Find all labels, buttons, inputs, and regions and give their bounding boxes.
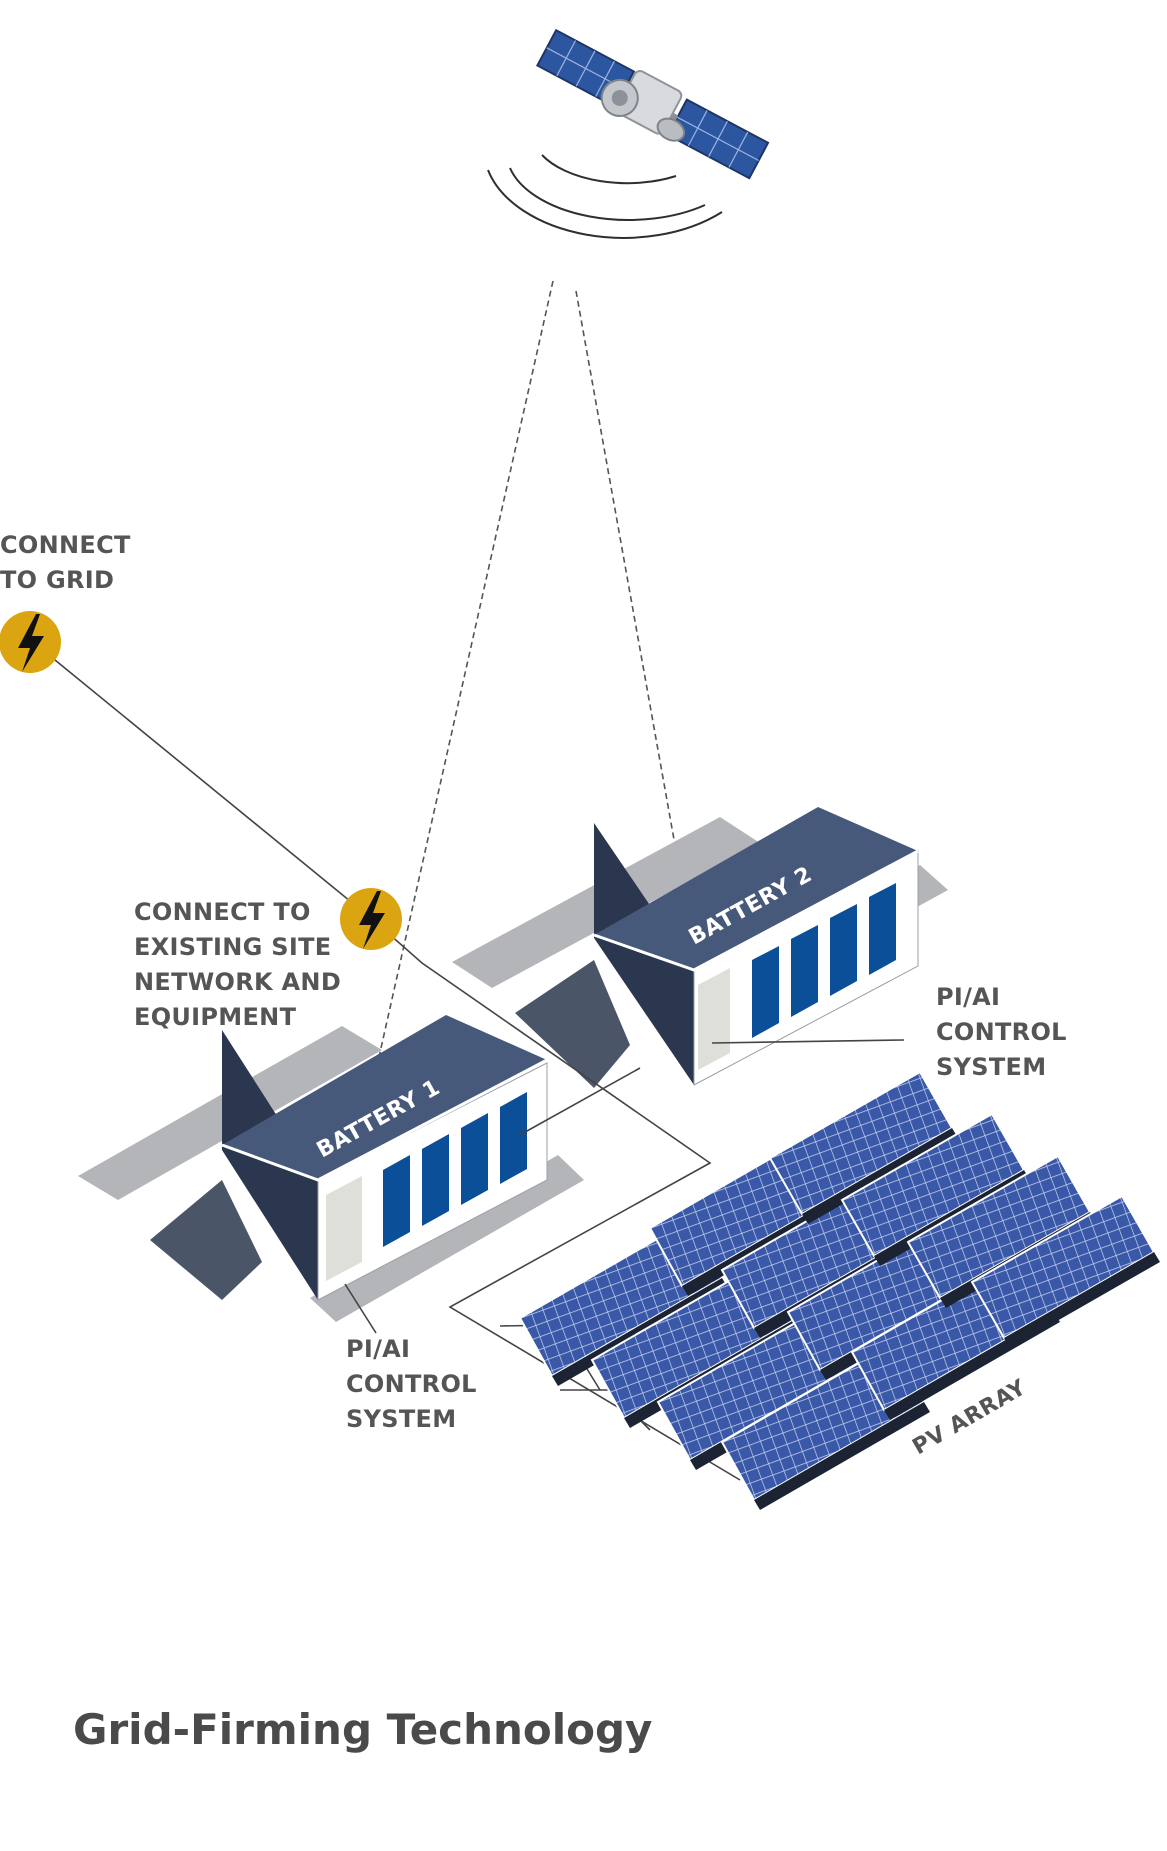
label-line: CONTROL [346,1370,477,1398]
connect-to-grid-label: CONNECT TO GRID [0,528,131,598]
connect-to-site-label: CONNECT TO EXISTING SITE NETWORK AND EQU… [134,895,341,1035]
label-line: CONNECT [0,531,131,559]
signal-waves-icon [487,154,723,239]
control-system-1-label: PI/AI CONTROL SYSTEM [346,1332,477,1437]
label-line: TO GRID [0,566,115,594]
page-title: Grid-Firming Technology [73,1705,653,1754]
label-line: PI/AI [936,983,1001,1011]
label-line: EQUIPMENT [134,1003,297,1031]
pv-array [518,1070,1160,1510]
satellite-icon [536,28,770,180]
battery-1-building [78,1015,584,1322]
label-line: SYSTEM [936,1053,1047,1081]
label-line: SYSTEM [346,1405,457,1433]
label-line: CONTROL [936,1018,1067,1046]
battery-2-building [452,807,948,1088]
label-line: EXISTING SITE [134,933,332,961]
label-line: CONNECT TO [134,898,311,926]
grid-connection-line [54,659,373,920]
grid-lightning-bolt-icon [0,611,61,673]
control-system-2-label: PI/AI CONTROL SYSTEM [936,980,1067,1085]
label-line: PI/AI [346,1335,411,1363]
site-lightning-bolt-icon [340,888,402,950]
label-line: NETWORK AND [134,968,342,996]
